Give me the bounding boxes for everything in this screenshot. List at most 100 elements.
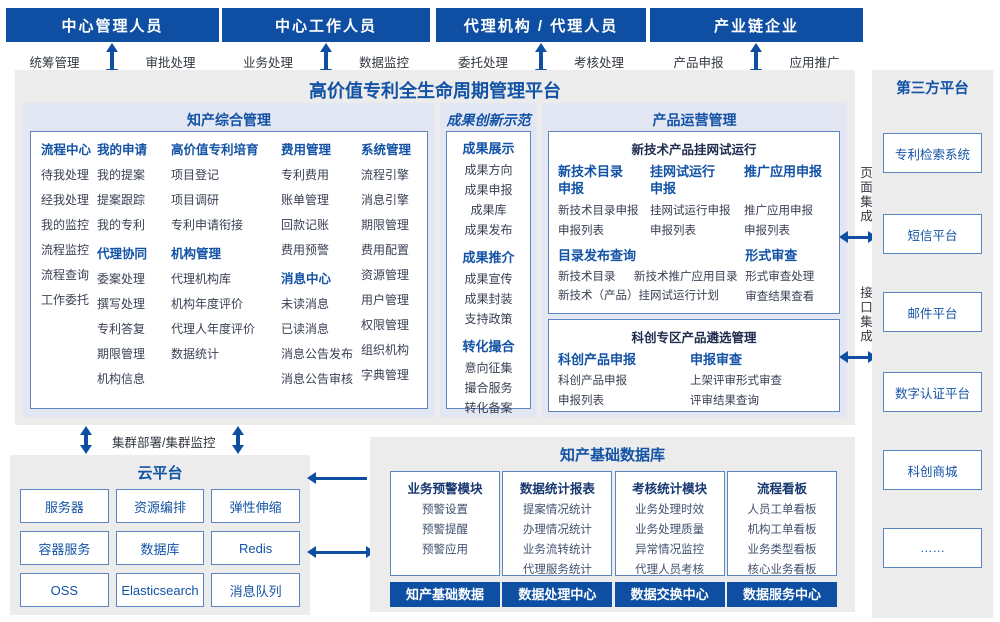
ip-columns: 流程中心 待我处理 经我处理 我的监控 流程监控 流程查询 工作委托 我的申请 … [31,132,427,392]
group-item: 新技术推广应用目录 [633,271,738,283]
role-group-industry-chain: 产业链企业 产品申报 应用推广 [650,8,863,78]
v-double-arrow-icon [535,43,547,78]
cloud-cell: 弹性伸缩 [211,489,300,523]
db-module: 业务预警模块 预警设置 预警提醒 预警应用 知产基础数据 [390,471,500,607]
group-header: 科创产品申报 [558,352,637,367]
ip-column: 系统管理 流程引擎 消息引擎 期限管理 费用配置 资源管理 用户管理 权限管理 … [361,141,417,392]
group-item: 项目调研 [171,193,220,207]
group-item: 成果发布 [464,223,513,237]
module-item: 办理情况统计 [522,524,592,536]
module-header: 业务预警模块 [407,482,483,496]
h-arrow-left-icon [307,472,367,484]
group-item: 我的专利 [97,218,146,232]
module-item: 异常情况监控 [635,544,705,556]
ip-content-box: 流程中心 待我处理 经我处理 我的监控 流程监控 流程查询 工作委托 我的申请 … [30,131,428,409]
module-footer: 数据服务中心 [726,582,837,607]
group-item: 评审结果查询 [690,395,759,407]
module-header: 数据统计报表 [519,482,595,496]
group-item: 未读消息 [281,297,330,311]
group-item: 工作委托 [41,293,90,307]
group-item: 流程监控 [41,243,90,257]
group-item: 推广应用申报 [744,205,813,217]
panel-achievement-demo: 成果创新示范 成果展示 成果方向 成果申报 成果库 成果发布 成果推介 成果宣传… [440,103,537,417]
group-item: 机构信息 [97,372,146,386]
trial-columns: 新技术目录 申报 新技术目录申报 申报列表 挂网试运行 申报 挂网试运行申报 申… [549,163,839,241]
role-title: 中心管理人员 [61,17,164,35]
group-item: 费用配置 [361,243,410,257]
group-item: 撰写处理 [97,297,146,311]
group-item: 项目登记 [171,168,220,182]
group-header: 我的申请 [97,143,148,157]
group-item: 新技术目录 [558,271,616,283]
group-item: 专利费用 [281,168,330,182]
cloud-cell: 消息队列 [211,573,300,607]
role-box: 代理机构 / 代理人员 [436,8,646,42]
third-party-container: 第三方平台 专利检索系统 短信平台 邮件平台 数字认证平台 科创商城 …… [872,70,993,618]
group-item: 形式审查处理 [745,271,815,283]
trial-run-box: 新技术产品挂网试运行 新技术目录 申报 新技术目录申报 申报列表 挂网试运行 申… [548,131,840,314]
role-box: 产业链企业 [650,8,863,42]
third-party-item: 科创商城 [883,450,982,490]
group-item: 数据统计 [171,347,220,361]
selection-box-title: 科创专区产品遴选管理 [631,331,757,345]
group-item: 机构年度评价 [171,297,244,311]
group-item: 字典管理 [361,368,410,382]
panel-title: 成果创新示范 [446,112,531,128]
achievement-content-box: 成果展示 成果方向 成果申报 成果库 成果发布 成果推介 成果宣传 成果封装 支… [446,131,531,415]
cloud-cell: 数据库 [115,531,205,565]
group-item: 成果宣传 [464,272,513,286]
cloud-platform-title: 云平台 [137,465,183,482]
integration-label-interface: 接口集成 [858,286,872,344]
third-party-item: 数字认证平台 [883,372,982,412]
group-header: 成果推介 [462,250,515,265]
module-item: 代理服务统计 [522,564,592,576]
role-box: 中心工作人员 [222,8,430,42]
module-header: 考核统计模块 [632,482,708,496]
group-item: 代理人年度评价 [171,322,256,336]
group-item: 申报列表 [558,395,604,407]
v-double-arrow-icon [80,426,92,454]
ip-database-title: 知产基础数据库 [559,447,665,464]
module-item: 业务处理时效 [635,504,705,516]
group-item: 经我处理 [41,193,90,207]
v-double-arrow-icon [232,426,244,454]
role-sub-left: 业务处理 [242,56,293,70]
third-party-item: 专利检索系统 [883,133,982,173]
module-item: 业务处理质量 [635,524,705,536]
group-item: 成果封装 [464,292,513,306]
platform-container: 高价值专利全生命周期管理平台 知产综合管理 流程中心 待我处理 经我处理 我的监… [15,70,855,425]
group-item: 待我处理 [41,168,90,182]
group-item: 支持政策 [464,312,513,326]
role-sublabels: 委托处理 考核处理 [436,42,646,71]
group-item: 科创产品申报 [558,375,627,387]
group-item: 费用预警 [281,243,330,257]
module-item: 预警提醒 [422,524,468,536]
v-double-arrow-icon [320,43,332,78]
cloud-cell: OSS [20,573,109,607]
v-double-arrow-icon [106,43,118,78]
selection-column: 申报审查 上架评审形式审查 评审结果查询 [690,351,830,411]
group-header: 成果展示 [462,141,515,156]
group-header: 转化撮合 [462,339,515,354]
db-module-box: 流程看板 人员工单看板 机构工单看板 业务类型看板 核心业务看板 [726,471,837,576]
cluster-label: 集群部署/集群监控 [112,436,216,450]
role-sublabels: 产品申报 应用推广 [650,42,863,71]
catalog-items-row: 新技术目录 新技术推广应用目录 [558,267,745,287]
group-item: 审查结果查看 [745,291,815,303]
db-module: 数据统计报表 提案情况统计 办理情况统计 业务流转统计 代理服务统计 数据处理中… [502,471,613,607]
group-header: 新技术目录 申报 [558,164,624,196]
group-header: 消息中心 [281,272,332,286]
group-item: 权限管理 [361,318,410,332]
h-double-arrow-icon [307,546,375,558]
group-item: 新技术（产品）挂网试运行计划 [558,290,719,302]
group-header: 形式审查 [745,248,798,263]
group-item: 申报列表 [650,225,696,237]
selection-column: 科创产品申报 科创产品申报 申报列表 [558,351,684,411]
module-footer: 数据处理中心 [502,582,613,607]
sci-tech-selection-box: 科创专区产品遴选管理 科创产品申报 科创产品申报 申报列表 申报审查 上架评审形… [548,319,840,412]
group-header: 费用管理 [281,143,332,157]
module-item: 机构工单看板 [747,524,817,536]
cloud-cell: 容器服务 [20,531,109,565]
group-item: 新技术目录申报 [558,205,639,217]
module-footer: 数据交换中心 [614,582,725,607]
